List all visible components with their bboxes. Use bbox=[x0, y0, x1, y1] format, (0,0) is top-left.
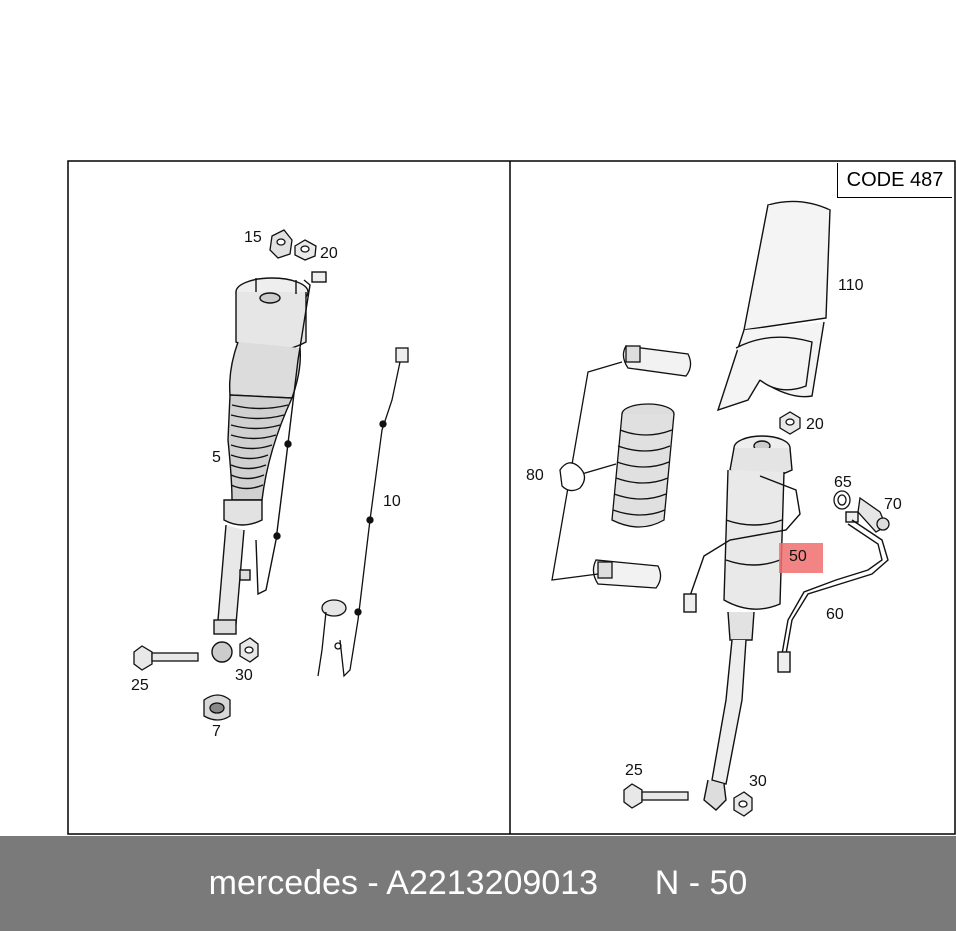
code-label: CODE 487 bbox=[837, 163, 952, 198]
callout-110-right: 110 bbox=[838, 277, 864, 294]
right-part-80-gaiter bbox=[551, 345, 692, 589]
right-part-110-cover bbox=[716, 200, 831, 412]
right-part-30-nut bbox=[733, 791, 753, 817]
right-part-65-washer bbox=[833, 490, 851, 510]
right-part-25-bolt bbox=[623, 783, 689, 809]
left-part-15 bbox=[269, 229, 293, 259]
callout-10-left: 10 bbox=[383, 493, 401, 510]
left-part-25-bolt bbox=[133, 645, 199, 671]
left-part-7-bushing bbox=[203, 694, 231, 721]
callout-5-left: 5 bbox=[212, 449, 221, 466]
callout-20-right: 20 bbox=[806, 416, 824, 433]
callout-60-right: 60 bbox=[826, 606, 844, 623]
callout-30-left: 30 bbox=[235, 667, 253, 684]
callout-65-right: 65 bbox=[834, 474, 852, 491]
callout-80-right: 80 bbox=[526, 467, 544, 484]
footer-part-number: mercedes - A2213209013 bbox=[208, 864, 599, 902]
callout-50-right: 50 bbox=[789, 548, 807, 565]
right-part-70-bolt bbox=[857, 496, 890, 533]
callout-15-left: 15 bbox=[244, 229, 262, 246]
diagram-drawing bbox=[67, 160, 956, 835]
left-part-20 bbox=[294, 239, 317, 261]
left-part-30-nut bbox=[239, 637, 259, 663]
footer-position-label: N - 50 bbox=[654, 864, 748, 902]
callout-25-left: 25 bbox=[131, 677, 149, 694]
callout-20-left: 20 bbox=[320, 245, 338, 262]
callout-30-right: 30 bbox=[749, 773, 767, 790]
left-air-strut bbox=[211, 271, 327, 663]
callout-7-left: 7 bbox=[212, 723, 221, 740]
footer-spacer bbox=[598, 864, 655, 903]
highlighted-part-marker bbox=[779, 543, 823, 573]
outer-frame bbox=[67, 160, 956, 835]
footer-caption-bar: mercedes - A2213209013 N - 50 bbox=[0, 836, 956, 931]
parts-diagram: CODE 487 15 20 5 10 25 30 7 110 20 80 65… bbox=[67, 160, 956, 835]
right-part-60-line bbox=[777, 511, 889, 673]
right-part-50-strut bbox=[683, 435, 801, 811]
callout-25-right: 25 bbox=[625, 762, 643, 779]
right-part-20-nut bbox=[779, 411, 801, 435]
left-part-10-cable bbox=[317, 347, 409, 678]
callout-70-right: 70 bbox=[884, 496, 902, 513]
